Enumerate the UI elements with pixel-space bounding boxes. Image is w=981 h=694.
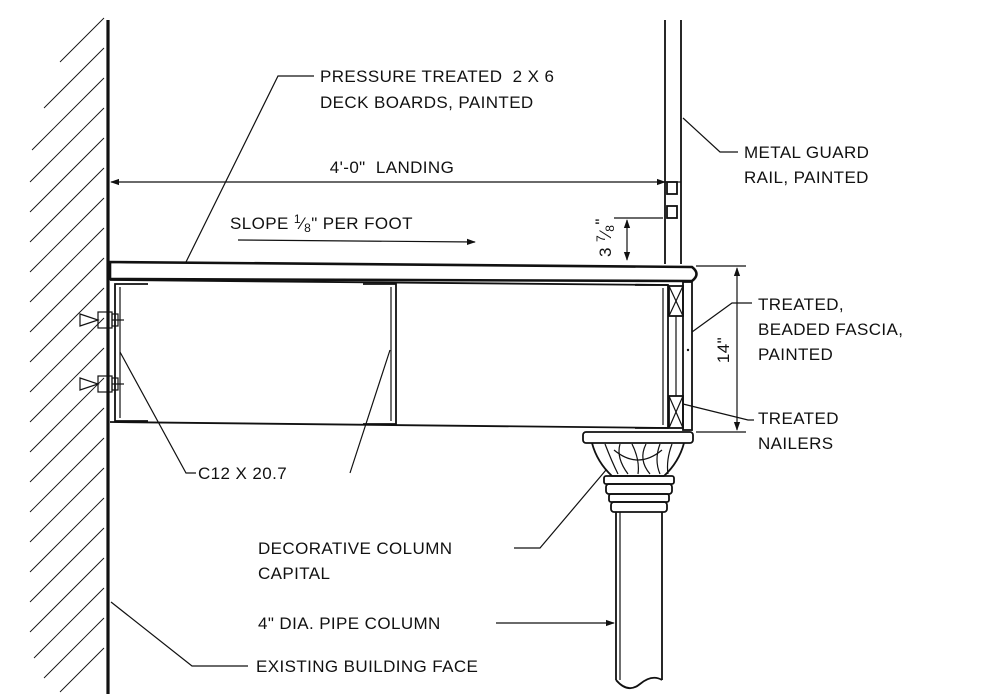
pipe-column-label: 4" DIA. PIPE COLUMN	[258, 614, 441, 633]
rail-height-numerator: 7	[594, 235, 608, 242]
slope-suffix: " PER FOOT	[311, 214, 413, 233]
channel-callout: C12 X 20.7	[119, 349, 391, 483]
pipe-column	[615, 512, 663, 690]
slope-fraction-bar: ⁄	[297, 214, 307, 233]
deck-boards-label-line2: DECK BOARDS, PAINTED	[320, 93, 534, 112]
fascia-callout: TREATED, BEADED FASCIA, PAINTED	[691, 295, 903, 364]
channel-label: C12 X 20.7	[198, 464, 287, 483]
decorative-column-capital	[582, 431, 694, 513]
rail-height-fraction-bar: ⁄	[596, 229, 615, 239]
beaded-fascia	[682, 281, 693, 431]
slope-prefix: SLOPE	[230, 214, 289, 233]
capital-label-line1: DECORATIVE COLUMN	[258, 539, 452, 558]
fascia-label-line1: TREATED,	[758, 295, 844, 314]
guard-rail-label-line1: METAL GUARD	[744, 143, 869, 162]
metal-guard-rail	[664, 20, 682, 264]
fascia-label-line3: PAINTED	[758, 345, 833, 364]
rail-height-inch-mark: "	[592, 218, 611, 224]
landing-dimension-text: 4'-0" LANDING	[330, 158, 454, 177]
slope-fraction-numerator: 1	[294, 212, 301, 226]
landing-dimension: 4'-0" LANDING	[110, 158, 666, 186]
deck-boards	[108, 260, 698, 283]
anchor-bolt-upper	[79, 311, 124, 329]
slope-fraction-denominator: 8	[304, 221, 311, 235]
building-face-label: EXISTING BUILDING FACE	[256, 657, 478, 676]
wall-hatching	[29, 17, 105, 693]
rail-height-whole: 3	[596, 247, 615, 257]
nailers-label-line1: TREATED	[758, 409, 839, 428]
deck-boards-label-line1: PRESSURE TREATED 2 X 6	[320, 67, 554, 86]
capital-callout: DECORATIVE COLUMN CAPITAL	[258, 469, 607, 583]
deck-boards-callout: PRESSURE TREATED 2 X 6 DECK BOARDS, PAIN…	[185, 67, 554, 263]
slope-arrow: SLOPE 1⁄8" PER FOOT	[230, 212, 476, 246]
building-wall	[29, 17, 110, 694]
anchor-bolt-lower	[79, 375, 124, 393]
capital-label-line2: CAPITAL	[258, 564, 330, 583]
guard-rail-label-line2: RAIL, PAINTED	[744, 168, 869, 187]
rail-height-dimension: 3 7⁄8"	[592, 217, 663, 261]
guard-rail-callout: METAL GUARD RAIL, PAINTED	[682, 117, 869, 187]
nailers-label-line2: NAILERS	[758, 434, 834, 453]
slope-text: SLOPE 1⁄8" PER FOOT	[230, 212, 413, 235]
rail-height-denominator: 8	[603, 225, 617, 232]
treated-nailers	[668, 285, 684, 429]
building-face-callout: EXISTING BUILDING FACE	[110, 601, 478, 676]
fascia-label-line2: BEADED FASCIA,	[758, 320, 903, 339]
pipe-column-callout: 4" DIA. PIPE COLUMN	[258, 614, 615, 633]
fascia-height-dimension: 14"	[696, 265, 746, 433]
rail-height-text: 3 7⁄8"	[592, 218, 617, 257]
fascia-height-text: 14"	[714, 337, 733, 363]
nailers-callout: TREATED NAILERS	[682, 403, 839, 453]
